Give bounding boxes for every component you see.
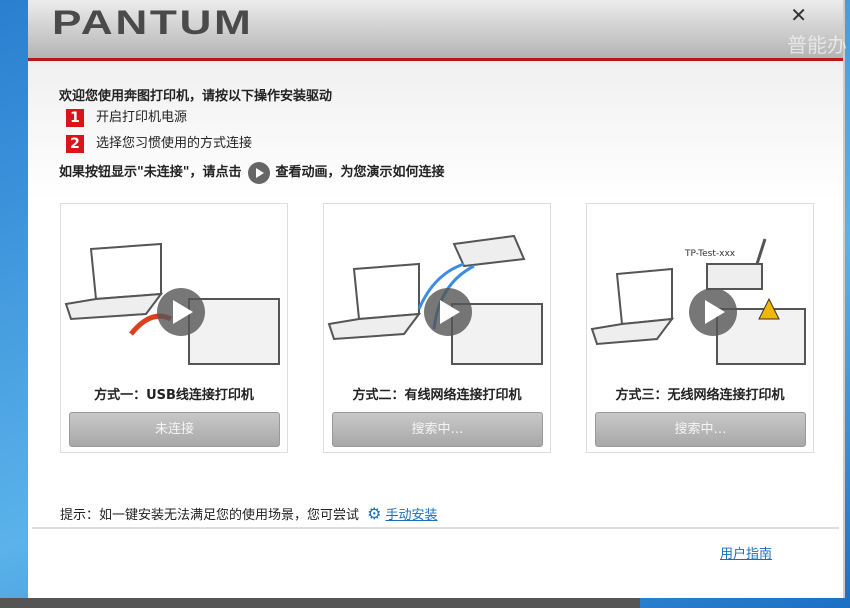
ssid-label: TP-Test-xxx [684, 249, 736, 259]
intro-text: 欢迎您使用奔图打印机，请按以下操作安装驱动 [59, 89, 333, 104]
gear-icon: ⚙ [367, 504, 382, 523]
close-button[interactable]: ✕ [790, 3, 807, 27]
pantum-logo: PANTUM [52, 4, 254, 42]
step-2: 2 选择您习惯使用的方式连接 [66, 132, 252, 153]
usb-status-button[interactable]: 未连接 [69, 412, 280, 447]
tip-text: 提示：如一键安装无法满足您的使用场景，您可尝试 [60, 508, 360, 523]
step-text: 开启打印机电源 [96, 110, 188, 125]
footer-tip: 提示：如一键安装无法满足您的使用场景，您可尝试 ⚙手动安装 [60, 504, 438, 523]
play-icon [247, 161, 270, 184]
usb-illustration [64, 242, 280, 365]
card-caption: 方式三：无线网络连接打印机 [615, 388, 785, 403]
wireless-illustration: TP-Test-xxx [590, 238, 806, 365]
wired-illustration [327, 234, 543, 365]
wired-status-button[interactable]: 搜索中… [332, 412, 543, 447]
step-number: 2 [66, 134, 84, 153]
card-wired: 方式二：有线网络连接打印机 搜索中… [323, 203, 551, 453]
manual-install-link[interactable]: 手动安装 [385, 508, 438, 523]
header: PANTUM 普能办 ✕ [28, 0, 847, 58]
wireless-status-button[interactable]: 搜索中… [595, 412, 806, 447]
step-1: 1 开启打印机电源 [66, 106, 187, 127]
watermark: 普能办 [787, 33, 847, 57]
animation-hint: 如果按钮显示"未连接"，请点击 查看动画，为您演示如何连接 [59, 161, 445, 184]
header-divider [28, 58, 843, 61]
footer-divider [32, 527, 839, 529]
card-usb: 方式一：USB线连接打印机 未连接 [60, 203, 288, 453]
user-guide-link[interactable]: 用户指南 [720, 547, 773, 562]
step-number: 1 [66, 108, 84, 127]
installer-window: PANTUM 普能办 ✕ 欢迎您使用奔图打印机，请按以下操作安装驱动 1 开启打印… [28, 0, 847, 598]
taskbar [0, 598, 640, 608]
card-caption: 方式一：USB线连接打印机 [94, 388, 254, 403]
hint-pre: 如果按钮显示"未连接"，请点击 [59, 165, 242, 180]
step-text: 选择您习惯使用的方式连接 [96, 136, 253, 151]
card-wireless: TP-Test-xxx 方式三：无线网络连接打印机 搜索中… [586, 203, 814, 453]
hint-post: 查看动画，为您演示如何连接 [275, 165, 445, 180]
card-caption: 方式二：有线网络连接打印机 [352, 388, 522, 403]
